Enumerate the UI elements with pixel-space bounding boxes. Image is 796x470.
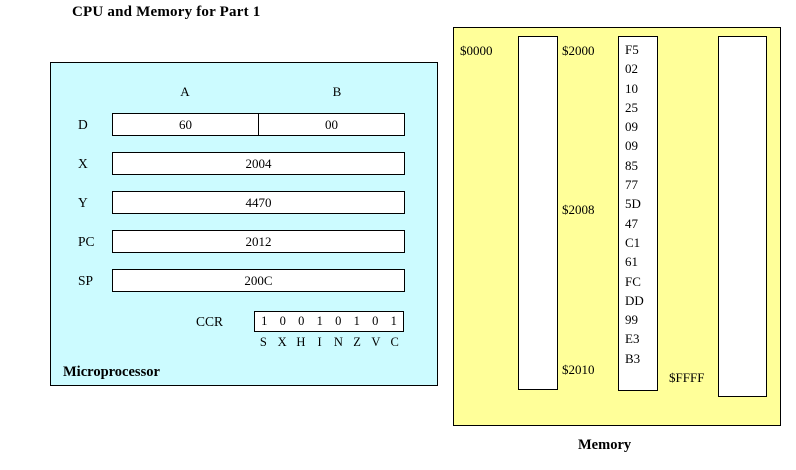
memory-address-block-mid: $2008 <box>562 202 595 217</box>
memory-value-cell[interactable]: 10 <box>625 80 638 96</box>
register-value-a[interactable]: 60 <box>179 117 192 132</box>
register-value-b[interactable]: 00 <box>258 114 404 135</box>
register-row-x: X 2004 <box>78 152 410 176</box>
register-row-sp: SP 200C <box>78 269 410 293</box>
memory-address-start: $0000 <box>460 43 493 58</box>
memory-value-cell[interactable]: 85 <box>625 157 638 173</box>
ccr-flag-label: S <box>259 335 267 349</box>
memory-value-cell[interactable]: 5D <box>625 196 641 212</box>
ccr-flag-label: N <box>333 335 343 349</box>
memory-value-cell[interactable]: 99 <box>625 312 638 328</box>
register-label-d: D <box>78 117 88 132</box>
ccr-flag-label: C <box>390 335 399 349</box>
register-box-y[interactable]: 4470 <box>112 191 405 214</box>
page-title: CPU and Memory for Part 1 <box>72 4 261 20</box>
ccr-bit[interactable]: 1 <box>390 314 397 329</box>
ccr-flag-label: X <box>277 335 287 349</box>
memory-value-cell[interactable]: 09 <box>625 138 638 154</box>
memory-value-cell[interactable]: DD <box>625 292 644 308</box>
register-row-y: Y 4470 <box>78 191 410 215</box>
register-label-pc: PC <box>78 234 95 249</box>
memory-value-cell[interactable]: F5 <box>625 42 639 57</box>
column-header-b: B <box>332 84 342 99</box>
memory-panel-label: Memory <box>578 437 632 453</box>
register-value-x[interactable]: 2004 <box>245 156 272 171</box>
ccr-bit[interactable]: 0 <box>335 314 342 329</box>
ccr-label: CCR <box>196 314 224 329</box>
memory-column-low-range <box>518 36 558 390</box>
register-box-sp[interactable]: 200C <box>112 269 405 292</box>
memory-column-high-range <box>718 36 767 397</box>
register-box-x[interactable]: 2004 <box>112 152 405 175</box>
register-row-pc: PC 2012 <box>78 230 410 254</box>
ccr-bit[interactable]: 1 <box>261 314 268 329</box>
register-box-d[interactable]: 60 00 <box>112 113 405 136</box>
register-label-y: Y <box>78 195 88 210</box>
memory-address-end: $FFFF <box>669 370 705 385</box>
memory-value-cell[interactable]: B3 <box>625 350 641 366</box>
memory-value-cell[interactable]: 47 <box>625 215 638 231</box>
ccr-bit[interactable]: 0 <box>298 314 305 329</box>
memory-address-block-end: $2010 <box>562 362 595 377</box>
memory-value-cell[interactable]: 77 <box>625 177 638 193</box>
memory-value-cell[interactable]: 25 <box>625 99 638 115</box>
register-label-x: X <box>78 156 88 171</box>
memory-value-cell[interactable]: 09 <box>625 119 638 135</box>
memory-value-cell[interactable]: E3 <box>625 331 640 347</box>
column-header-a: A <box>180 84 190 99</box>
register-value-sp[interactable]: 200C <box>244 273 273 288</box>
memory-value-cell[interactable]: 02 <box>625 61 638 77</box>
register-box-pc[interactable]: 2012 <box>112 230 405 253</box>
ccr-bit[interactable]: 1 <box>316 314 323 329</box>
memory-value-cell[interactable]: FC <box>625 273 641 289</box>
ccr-flag-label: V <box>371 335 381 349</box>
memory-value-cell[interactable]: C1 <box>625 234 641 250</box>
ccr-bit[interactable]: 1 <box>353 314 360 329</box>
register-value-pc[interactable]: 2012 <box>245 234 272 249</box>
ccr-flag-label: I <box>317 335 322 349</box>
ccr-flag-label: H <box>296 335 306 349</box>
memory-value-cell[interactable]: 61 <box>625 254 638 270</box>
memory-address-block-start: $2000 <box>562 43 595 58</box>
register-value-y[interactable]: 4470 <box>245 195 272 210</box>
ccr-bit[interactable]: 0 <box>372 314 379 329</box>
ccr-flag-label: Z <box>353 335 361 349</box>
register-label-sp: SP <box>78 273 94 288</box>
cpu-panel-label: Microprocessor <box>63 364 160 380</box>
ccr-bit[interactable]: 0 <box>279 314 286 329</box>
register-row-d: D 60 00 <box>78 113 410 137</box>
